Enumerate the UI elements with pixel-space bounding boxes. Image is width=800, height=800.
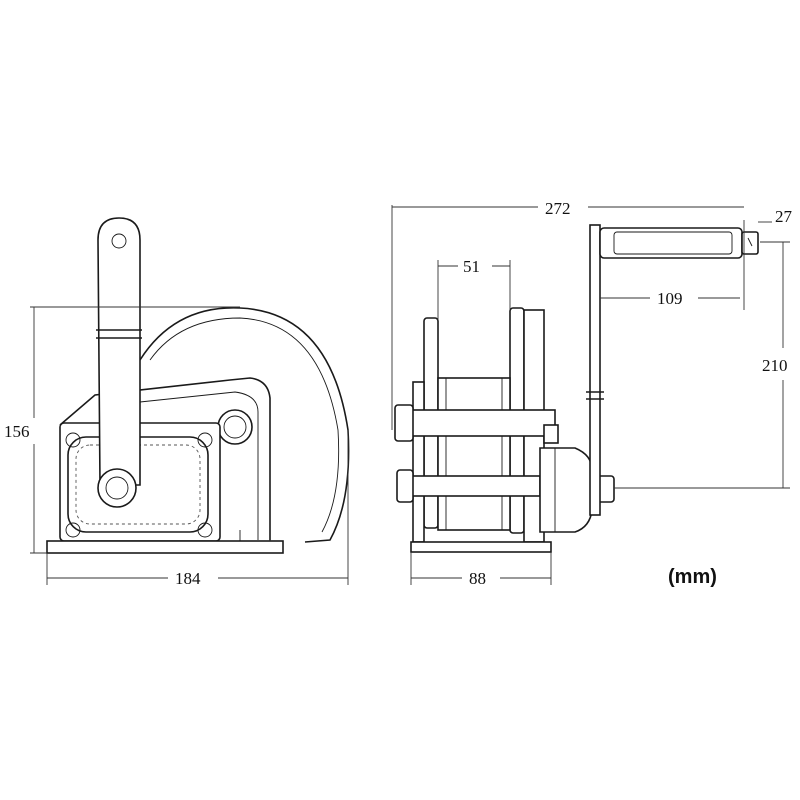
frame-bolt-inner (223, 415, 247, 439)
crank-hub (97, 468, 137, 508)
handle-grip-inner (613, 231, 733, 255)
upper-shaft-nut-r (543, 424, 559, 444)
frame-plate-left (412, 381, 425, 543)
lower-shaft-nut (396, 469, 414, 503)
dim-272-label: 272 (545, 199, 571, 218)
crank-hub-nut (105, 476, 129, 500)
side-frame-inner (139, 391, 259, 540)
side-frame (59, 377, 271, 540)
drum-core (437, 377, 511, 531)
front-view: 156 184 (4, 217, 350, 588)
drum-guard (139, 307, 350, 543)
dim-210-label: 210 (762, 356, 788, 375)
dim-184-label: 184 (175, 569, 201, 588)
corner-bolt-tr (197, 432, 213, 448)
drum-guard-inner (149, 317, 340, 533)
upper-shaft (409, 409, 556, 437)
corner-bolt-br (197, 522, 213, 538)
dim-27-label: 27 (775, 207, 793, 226)
dim-109-label: 109 (657, 289, 683, 308)
dim-51-label: 51 (463, 257, 480, 276)
handle-grip-end-tick (747, 237, 753, 247)
dim-88-label: 88 (469, 569, 486, 588)
handle-grip (599, 227, 743, 259)
dim-156-label: 156 (4, 422, 30, 441)
crank-arm (97, 217, 141, 486)
side-base (410, 541, 552, 553)
handle-arm (589, 224, 601, 516)
frame-bolt (217, 409, 253, 445)
gearbox (539, 447, 593, 533)
crank-top-hole (111, 233, 127, 249)
corner-bolt-tl (65, 432, 81, 448)
upper-shaft-nut (394, 404, 414, 442)
lower-shaft (404, 475, 541, 497)
side-view: 272 27 51 109 210 88 (391, 199, 793, 588)
unit-label: (mm) (668, 566, 717, 588)
front-base (46, 540, 284, 554)
corner-bolt-bl (65, 522, 81, 538)
